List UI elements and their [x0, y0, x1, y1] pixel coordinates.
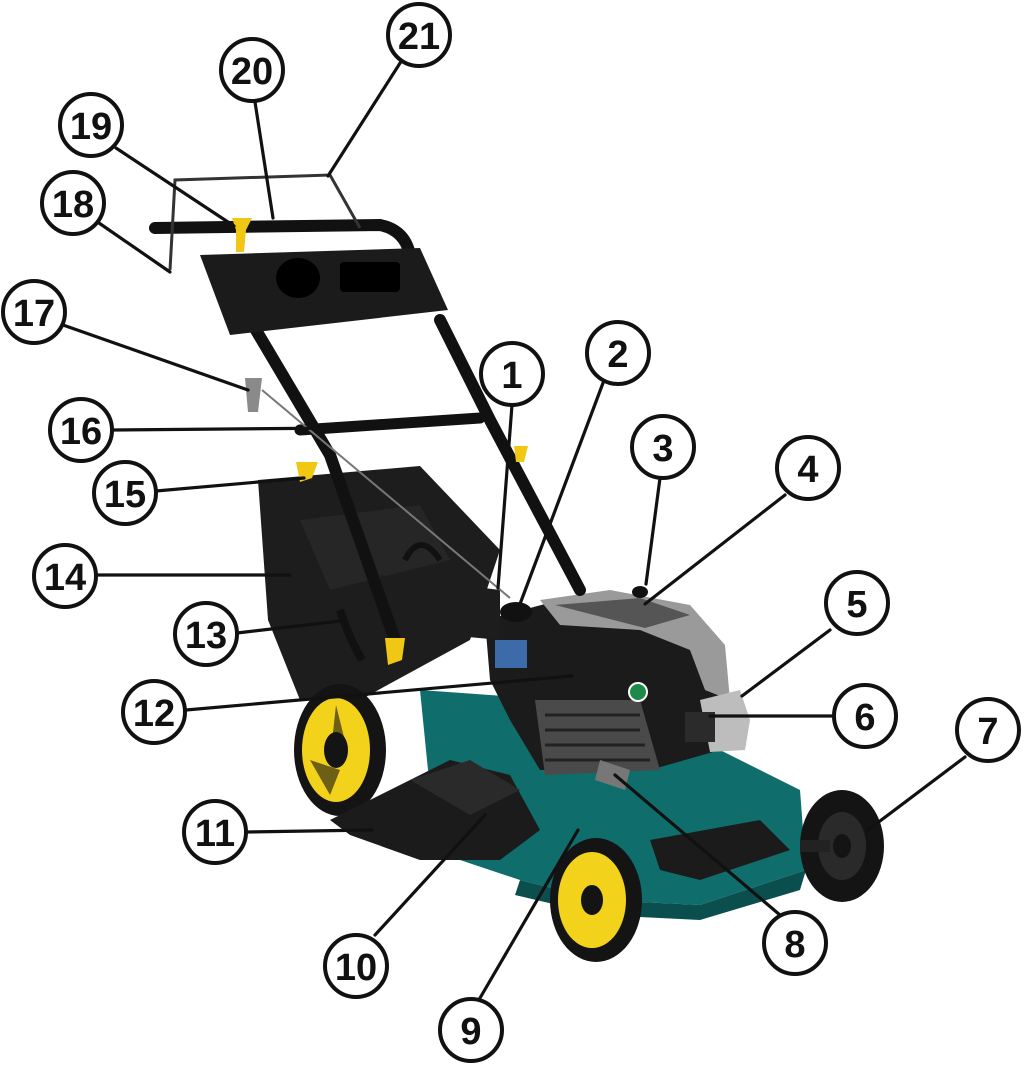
leader-7 [866, 755, 967, 832]
engine-fins [545, 713, 650, 762]
callout-label: 10 [335, 947, 377, 989]
grass-bag-fold [300, 505, 450, 590]
control-panel-hole [276, 258, 320, 298]
callout-20: 20 [219, 37, 285, 103]
yellow-knob-right [514, 446, 528, 462]
leader-13 [235, 619, 342, 635]
leader-4 [643, 493, 787, 606]
callout-10: 10 [323, 933, 389, 999]
callout-label: 17 [13, 293, 55, 335]
leader-17 [61, 323, 250, 392]
leader-18 [97, 221, 172, 274]
callout-label: 20 [231, 51, 273, 93]
leader-5 [740, 628, 832, 698]
leader-1 [496, 403, 514, 590]
callout-9: 9 [438, 997, 504, 1063]
callout-label: 5 [846, 584, 867, 626]
engine-lower [535, 700, 660, 775]
control-panel-slot [340, 262, 400, 292]
grass-bag-top [380, 575, 500, 640]
leader-20 [253, 100, 275, 220]
control-panel [200, 248, 448, 335]
leader-11 [245, 828, 374, 834]
callout-label: 13 [185, 615, 227, 657]
callout-label: 1 [501, 355, 522, 397]
throttle-lever [245, 378, 262, 412]
leader-9 [478, 828, 580, 1000]
eco-badge [628, 682, 648, 702]
callout-label: 19 [70, 106, 112, 148]
callout-8: 8 [762, 910, 828, 976]
callout-17: 17 [1, 279, 67, 345]
engine-cover [540, 590, 730, 700]
callout-16: 16 [48, 397, 114, 463]
leader-16 [110, 426, 348, 432]
leader-15 [154, 476, 306, 493]
callout-label: 9 [460, 1011, 481, 1053]
callout-label: 18 [52, 184, 94, 226]
callout-label: 14 [44, 557, 86, 599]
callout-15: 15 [92, 460, 158, 526]
spark-plug [595, 760, 630, 790]
oil-cap [500, 602, 532, 622]
callout-5: 5 [824, 570, 890, 636]
yellow-knob-top [232, 218, 252, 252]
yellow-knob-lower [385, 638, 405, 665]
callout-13: 13 [173, 601, 239, 667]
drive-bail [168, 173, 362, 271]
callout-label: 16 [60, 411, 102, 453]
callout-label: 4 [797, 449, 818, 491]
callout-14: 14 [32, 543, 98, 609]
callout-12: 12 [121, 679, 187, 745]
fuel-cap [632, 586, 648, 598]
callout-3: 3 [630, 414, 696, 480]
callout-19: 19 [58, 92, 124, 158]
discharge-flap [410, 760, 520, 815]
leader-19 [114, 146, 236, 228]
leader-2 [518, 381, 605, 606]
callout-label: 7 [977, 711, 998, 753]
engine-cover-grille [555, 598, 690, 628]
callout-label: 12 [133, 693, 175, 735]
callout-label: 15 [104, 474, 146, 516]
callout-label: 8 [784, 924, 805, 966]
leader-10 [373, 813, 487, 937]
callout-label: 6 [854, 697, 875, 739]
callout-label: 21 [398, 16, 440, 58]
callout-label: 3 [652, 428, 673, 470]
throttle-cable [261, 389, 511, 599]
callout-6: 6 [832, 683, 898, 749]
leader-lines [61, 58, 967, 1000]
callout-label: 2 [607, 334, 628, 376]
engine-label [495, 640, 527, 668]
lawn-mower-illustration [149, 173, 884, 962]
callout-21: 21 [386, 2, 452, 68]
callout-4: 4 [775, 435, 841, 501]
rear-wheel [294, 684, 386, 816]
front-wheel [550, 838, 642, 962]
callout-7: 7 [955, 697, 1021, 763]
leader-12 [184, 674, 574, 712]
right-wheel [800, 790, 884, 902]
callout-label: 11 [195, 813, 235, 855]
callout-1: 1 [479, 341, 545, 407]
callout-2: 2 [585, 320, 651, 386]
leader-3 [644, 476, 662, 586]
recoil-handle [336, 608, 366, 663]
callout-11: 11 [182, 799, 248, 865]
leader-21 [326, 58, 404, 178]
leader-8 [613, 773, 782, 917]
callout-18: 18 [40, 170, 106, 236]
grass-bag-handle [402, 542, 443, 562]
